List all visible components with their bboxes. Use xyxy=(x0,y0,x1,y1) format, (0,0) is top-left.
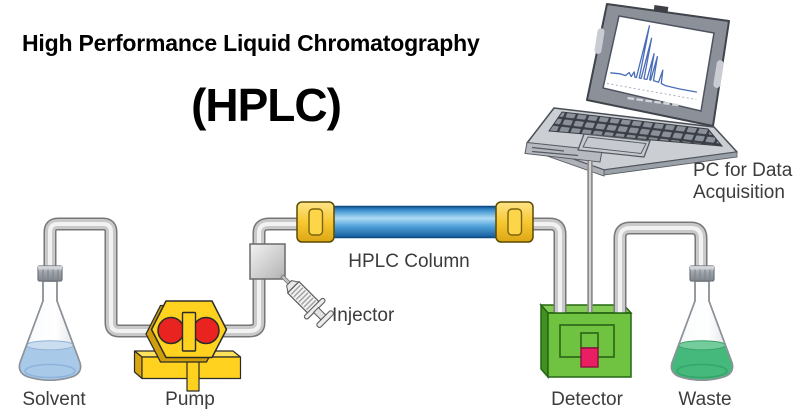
webcam-notch-icon xyxy=(653,5,669,13)
detector-panel xyxy=(559,324,615,368)
pump-piston-left xyxy=(157,316,185,345)
injector xyxy=(249,243,334,328)
solvent-flask xyxy=(18,265,82,382)
label-hplc-column: HPLC Column xyxy=(348,251,470,272)
column-tube xyxy=(331,205,499,239)
syringe xyxy=(280,274,334,328)
tube-column-to-detector xyxy=(530,217,567,313)
label-waste: Waste xyxy=(678,389,732,410)
laptop xyxy=(524,3,738,177)
label-pc: PC for Data Acquisition xyxy=(693,160,792,204)
column-cap-right-slot xyxy=(507,208,523,236)
label-pump: Pump xyxy=(165,389,215,410)
speaker-right-icon xyxy=(713,60,724,88)
page-subtitle: (HPLC) xyxy=(191,79,342,131)
tube-solvent-to-pump xyxy=(43,217,160,338)
waste-cap xyxy=(689,265,715,282)
waste-liquid xyxy=(671,340,733,381)
label-detector: Detector xyxy=(551,389,623,410)
laptop-front-tray xyxy=(524,141,603,163)
laptop-keyboard xyxy=(548,111,724,147)
label-injector: Injector xyxy=(332,305,395,326)
column-cap-left-slot xyxy=(308,208,324,236)
waste-flask xyxy=(670,265,734,382)
bezel-buttons xyxy=(627,96,679,107)
label-pc-line2: Acquisition xyxy=(693,182,785,203)
page-title: High Performance Liquid Chromatography xyxy=(22,30,480,56)
solvent-cap xyxy=(37,265,63,282)
tube-detector-to-waste xyxy=(613,221,708,313)
screen-axis xyxy=(606,83,697,100)
detector-left-face xyxy=(540,303,549,379)
solvent-liquid xyxy=(19,340,81,381)
injector-block xyxy=(249,243,286,280)
detector-indicator xyxy=(580,347,599,368)
label-solvent: Solvent xyxy=(22,389,86,410)
label-pc-line1: PC for Data xyxy=(693,160,793,181)
speaker-left-icon xyxy=(594,28,605,54)
pump-slot xyxy=(181,311,197,352)
hplc-column xyxy=(296,201,534,243)
pump-piston-right xyxy=(192,316,220,345)
screen-trace xyxy=(610,25,698,93)
pump xyxy=(133,300,242,392)
laptop-trackpad xyxy=(577,133,651,158)
